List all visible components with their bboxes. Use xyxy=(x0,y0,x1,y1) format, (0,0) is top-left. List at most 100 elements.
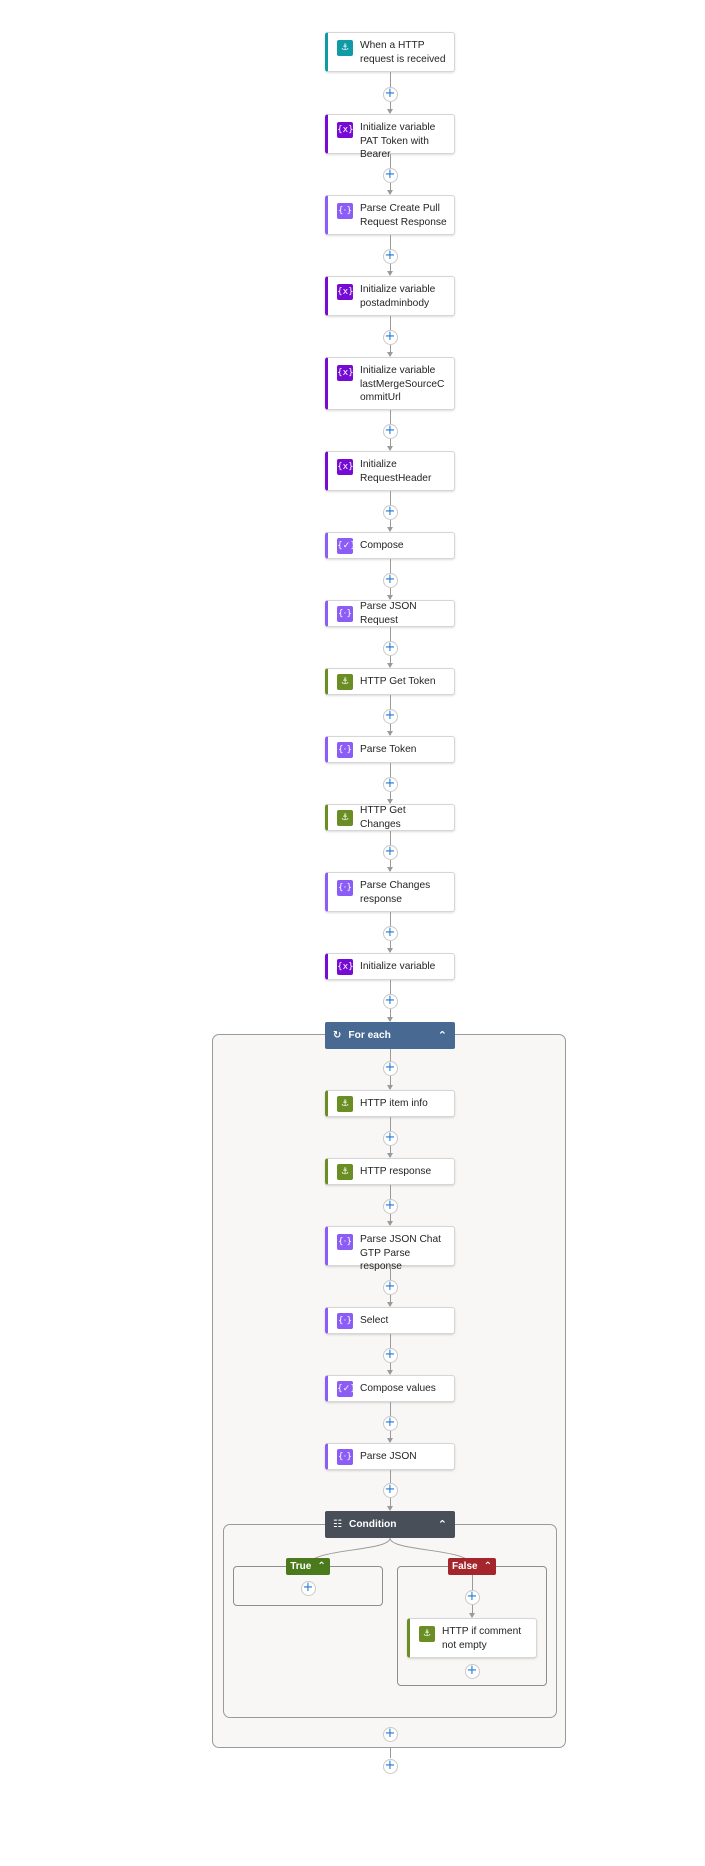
false-branch-tag[interactable]: False⌃ xyxy=(448,1558,496,1575)
action-card[interactable]: {·} Parse JSON xyxy=(325,1443,455,1470)
add-action-button[interactable]: + xyxy=(382,572,398,588)
action-label: HTTP item info xyxy=(360,1097,428,1109)
action-card[interactable]: ⚓ When a HTTP request is received xyxy=(325,32,455,72)
add-action-button[interactable]: + xyxy=(382,640,398,656)
add-action-false-button[interactable]: + xyxy=(464,1662,480,1679)
connector-arrow xyxy=(387,867,393,872)
plus-icon: + xyxy=(466,1588,478,1604)
add-action-button[interactable]: + xyxy=(382,1348,398,1363)
add-action-after-condition-button[interactable]: + xyxy=(382,1725,398,1742)
plus-icon: + xyxy=(384,640,396,655)
http-icon: ⚓ xyxy=(337,673,353,690)
add-action-true-button[interactable]: + xyxy=(300,1580,316,1596)
parse-json-icon: {·} xyxy=(337,1448,353,1465)
add-action-button[interactable]: + xyxy=(382,844,398,860)
plus-icon: + xyxy=(384,167,396,182)
add-action-button[interactable]: + xyxy=(382,993,398,1009)
connector-arrow xyxy=(387,271,393,276)
action-label: Parse JSON xyxy=(360,1450,417,1462)
add-action-button[interactable]: + xyxy=(382,249,398,264)
action-label: Parse Changes response xyxy=(360,880,431,905)
http-request-icon: ⚓ xyxy=(337,40,353,56)
foreach-header[interactable]: ↻For each⌃ xyxy=(325,1022,455,1049)
plus-icon: + xyxy=(384,1279,396,1294)
plus-icon: + xyxy=(384,1198,396,1213)
add-action-button[interactable]: + xyxy=(382,777,398,792)
add-action-button[interactable]: + xyxy=(382,926,398,941)
connector-arrow xyxy=(387,1085,393,1090)
http-icon: ⚓ xyxy=(337,1095,353,1112)
add-action-button[interactable]: + xyxy=(382,709,398,724)
add-action-button[interactable]: + xyxy=(382,1059,398,1076)
action-card[interactable]: {x} Initialize variable xyxy=(325,953,455,980)
variable-icon: {x} xyxy=(337,365,354,381)
add-action-button[interactable]: + xyxy=(382,86,398,102)
chevron-up-icon[interactable]: ⌃ xyxy=(317,1561,326,1572)
chevron-up-icon[interactable]: ⌃ xyxy=(483,1561,492,1572)
plus-icon: + xyxy=(384,1059,396,1075)
action-card[interactable]: ⚓HTTP Get Token xyxy=(325,668,455,695)
add-action-button[interactable]: + xyxy=(382,1198,398,1214)
action-label: Initialize RequestHeader xyxy=(360,459,432,484)
action-label: HTTP response xyxy=(360,1165,432,1177)
variable-icon: {x} xyxy=(337,958,354,975)
add-action-button[interactable]: + xyxy=(382,505,398,520)
add-action-button[interactable]: + xyxy=(382,167,398,183)
action-label: Select xyxy=(360,1314,389,1326)
add-action-button[interactable]: + xyxy=(382,1279,398,1295)
compose-icon: {✓} xyxy=(337,1380,356,1397)
action-card[interactable]: {x} Initialize variable lastMergeSourceCo… xyxy=(325,357,455,410)
plus-icon: + xyxy=(384,844,396,859)
chevron-up-icon[interactable]: ⌃ xyxy=(437,1029,447,1042)
action-card[interactable]: {·}Select xyxy=(325,1307,455,1334)
chevron-up-icon[interactable]: ⌃ xyxy=(437,1518,447,1531)
action-card[interactable]: {·}Parse JSON Request xyxy=(325,600,455,627)
action-card[interactable]: {·}Parse JSON Chat GTP Parse response xyxy=(325,1226,455,1272)
action-label: Initialize variable PAT Token with Beare… xyxy=(360,122,436,160)
plus-icon: + xyxy=(384,423,396,438)
add-action-button[interactable]: + xyxy=(464,1588,480,1605)
action-card[interactable]: {x}Initialize RequestHeader xyxy=(325,451,455,491)
action-label: When a HTTP request is received xyxy=(360,40,446,65)
action-card[interactable]: {·}Parse Token xyxy=(325,736,455,763)
plus-icon: + xyxy=(384,1725,396,1741)
action-card[interactable]: ⚓HTTP if comment not empty xyxy=(407,1618,537,1658)
action-card[interactable]: ⚓ HTTP item info xyxy=(325,1090,455,1117)
add-action-button[interactable]: + xyxy=(382,330,398,345)
action-card[interactable]: ⚓ HTTP response xyxy=(325,1158,455,1185)
connector-arrow xyxy=(387,1370,393,1375)
plus-icon: + xyxy=(384,572,396,587)
action-card[interactable]: {✓} Compose values xyxy=(325,1375,455,1402)
compose-icon: {✓} xyxy=(337,537,356,554)
action-label: Parse JSON Request xyxy=(360,601,417,626)
add-action-button[interactable]: + xyxy=(382,1415,398,1431)
connector-arrow xyxy=(387,1221,393,1226)
add-action-button[interactable]: + xyxy=(382,1482,398,1498)
connector-arrow xyxy=(387,731,393,736)
action-card[interactable]: {x}Initialize variable PAT Token with Be… xyxy=(325,114,455,160)
action-label: Compose values xyxy=(360,1382,436,1394)
plus-icon: + xyxy=(384,1415,396,1430)
true-branch-tag[interactable]: True⌃ xyxy=(286,1558,330,1575)
action-card[interactable]: {·}Parse Changes response xyxy=(325,872,455,912)
action-card[interactable]: {✓}Compose xyxy=(325,532,455,559)
parse-json-icon: {·} xyxy=(337,203,353,219)
action-label: Parse Token xyxy=(360,743,417,755)
action-card[interactable]: {·}Parse Create Pull Request Response xyxy=(325,195,455,235)
add-action-after-foreach-button[interactable]: + xyxy=(382,1758,398,1774)
condition-header[interactable]: ☷Condition⌃ xyxy=(325,1511,455,1538)
action-label: Parse JSON Chat GTP Parse response xyxy=(360,1234,441,1272)
action-card[interactable]: {x}Initialize variable postadminbody xyxy=(325,276,455,316)
plus-icon: + xyxy=(466,1662,478,1678)
add-action-button[interactable]: + xyxy=(382,1131,398,1146)
connector-arrow xyxy=(387,1506,393,1511)
add-action-button[interactable]: + xyxy=(382,423,398,439)
action-card[interactable]: ⚓HTTP Get Changes xyxy=(325,804,455,831)
action-label: Initialize variable xyxy=(360,960,436,972)
connector-arrow xyxy=(387,799,393,804)
http-icon: ⚓ xyxy=(337,1163,353,1180)
http-icon: ⚓ xyxy=(419,1626,435,1642)
connector-arrow xyxy=(387,190,393,195)
action-label: Initialize variable lastMergeSourceCommi… xyxy=(360,365,445,403)
